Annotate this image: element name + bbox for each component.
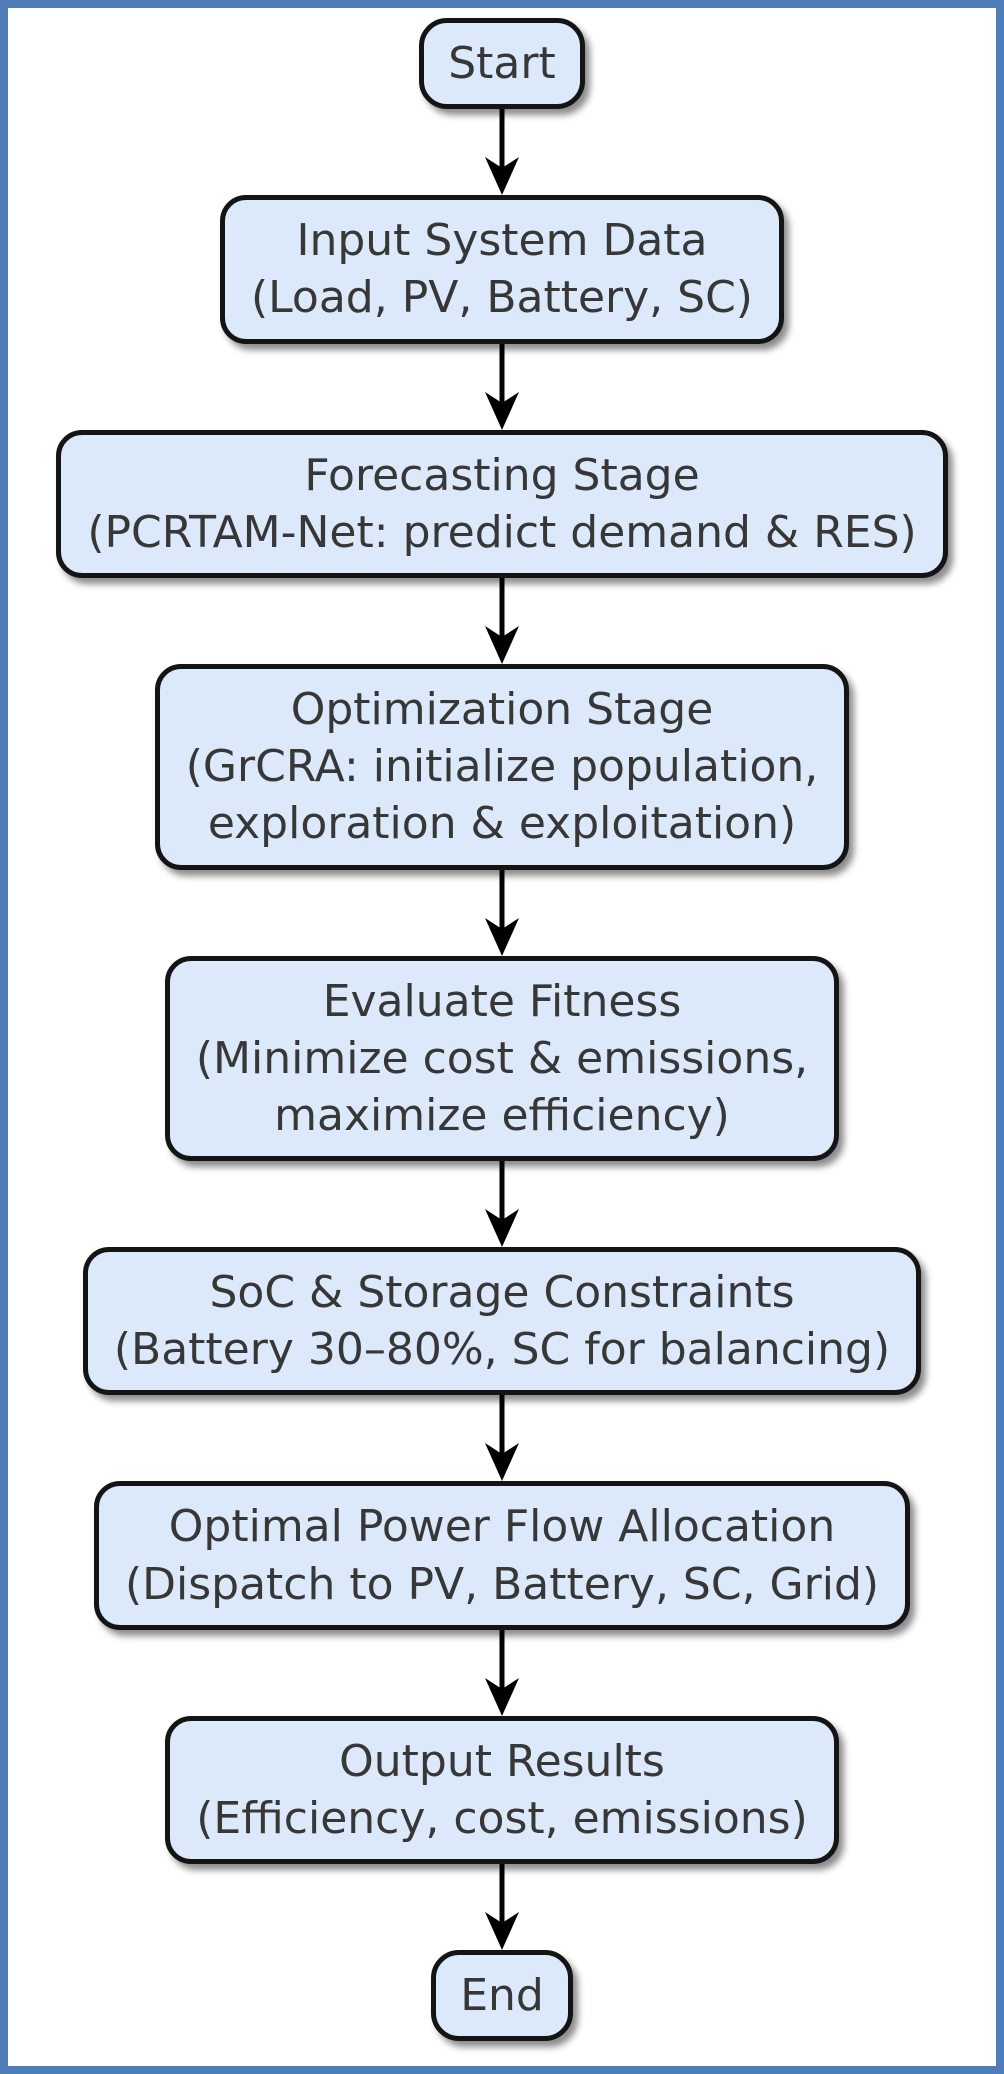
flow-arrow-down-icon	[485, 109, 519, 196]
node-subtitle-line: (GrCRA: initialize population,	[185, 741, 819, 793]
node-title-line: Optimal Power Flow Allocation	[168, 1501, 836, 1553]
flow-arrow-down-icon	[485, 577, 519, 664]
node-subtitle-line: (Battery 30–80%, SC for balancing)	[113, 1324, 891, 1376]
node-title-line: SoC & Storage Constraints	[209, 1267, 795, 1319]
node-subtitle-line: maximize efficiency)	[274, 1089, 730, 1141]
flow-node-input-system-data: Input System Data (Load, PV, Battery, SC…	[220, 195, 784, 344]
flow-node-evaluate-fitness: Evaluate Fitness (Minimize cost & emissi…	[164, 955, 840, 1162]
flow-arrow-down-icon	[485, 1161, 519, 1248]
node-subtitle-line: (Load, PV, Battery, SC)	[251, 272, 753, 324]
flow-arrow-down-icon	[485, 343, 519, 430]
node-title-line: Evaluate Fitness	[322, 975, 682, 1027]
node-title-line: Optimization Stage	[290, 683, 714, 735]
flow-node-forecasting-stage: Forecasting Stage (PCRTAM-Net: predict d…	[56, 429, 948, 578]
node-title-line: Forecasting Stage	[304, 449, 700, 501]
node-title-line: Input System Data	[296, 215, 708, 267]
flow-arrow-down-icon	[485, 1864, 519, 1951]
node-subtitle-line: exploration & exploitation)	[207, 798, 797, 850]
node-title-line: Start	[448, 38, 556, 89]
flow-node-optimal-power-flow-allocation: Optimal Power Flow Allocation (Dispatch …	[93, 1481, 911, 1630]
node-title-line: End	[460, 1970, 544, 2022]
node-subtitle-line: (Minimize cost & emissions,	[195, 1032, 809, 1084]
node-subtitle-line: (Dispatch to PV, Battery, SC, Grid)	[124, 1558, 880, 1610]
node-subtitle-line: (PCRTAM-Net: predict demand & RES)	[87, 506, 917, 558]
flow-node-soc-storage-constraints: SoC & Storage Constraints (Battery 30–80…	[82, 1247, 922, 1396]
flow-arrow-down-icon	[485, 1395, 519, 1482]
node-title-line: Output Results	[339, 1735, 665, 1787]
flow-arrow-down-icon	[485, 1629, 519, 1716]
flow-node-end: End	[431, 1950, 573, 2042]
flow-node-optimization-stage: Optimization Stage (GrCRA: initialize po…	[154, 663, 850, 870]
flow-node-start: Start	[419, 18, 585, 110]
flow-arrow-down-icon	[485, 869, 519, 956]
node-subtitle-line: (Efficiency, cost, emissions)	[196, 1793, 808, 1844]
flow-node-output-results: Output Results (Efficiency, cost, emissi…	[165, 1715, 839, 1865]
